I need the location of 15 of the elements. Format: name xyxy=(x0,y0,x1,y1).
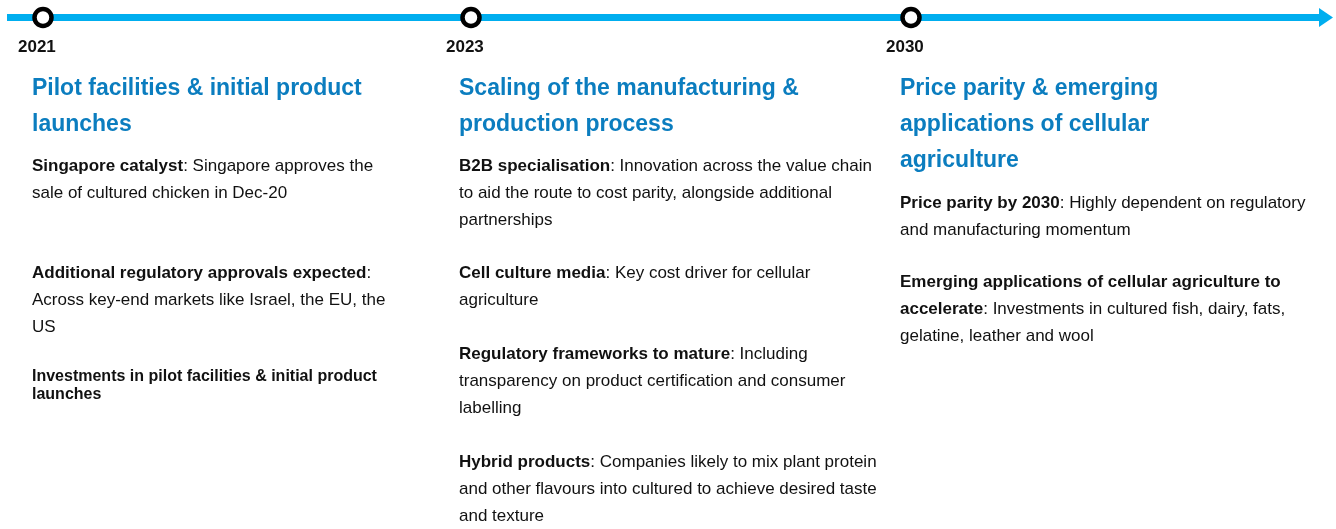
year-label: 2021 xyxy=(18,37,56,57)
milestone-text: Hybrid products: Companies likely to mix plant protein and other flavours into cultured to achieve desired taste and texture xyxy=(459,451,878,527)
milestone-text: Regulatory frameworks to mature: Including transparency on product certification and consumer labelling xyxy=(459,343,847,419)
phase-heading: Scaling of the manufacturing & production process xyxy=(459,73,800,138)
milestone-text: Additional regulatory approvals expected: Across key-end markets like Israel, the EU, the US xyxy=(32,262,387,338)
milestone-text: Price parity by 2030: Highly dependent on regulatory and manufacturing momentum xyxy=(900,192,1307,241)
year-label: 2023 xyxy=(446,37,484,57)
phase-heading: Price parity & emerging applications of cellular agriculture xyxy=(900,73,1160,174)
year-label: 2030 xyxy=(886,37,924,57)
milestone-text: B2B specialisation: Innovation across the value chain to aid the route to cost parity, alongside additional partnerships xyxy=(459,155,873,231)
milestone-text: Investments in pilot facilities & initial product launches xyxy=(32,367,378,403)
phase-heading: Pilot facilities & initial product launches xyxy=(32,73,363,138)
milestone-text: Emerging applications of cellular agriculture to accelerate: Investments in cultured fish, dairy, fats, gelatine, leather and wool xyxy=(900,271,1287,347)
milestone-text: Cell culture media: Key cost driver for cellular agriculture xyxy=(459,262,812,311)
milestone-text: Singapore catalyst: Singapore approves the sale of cultured chicken in Dec-20 xyxy=(32,155,375,204)
